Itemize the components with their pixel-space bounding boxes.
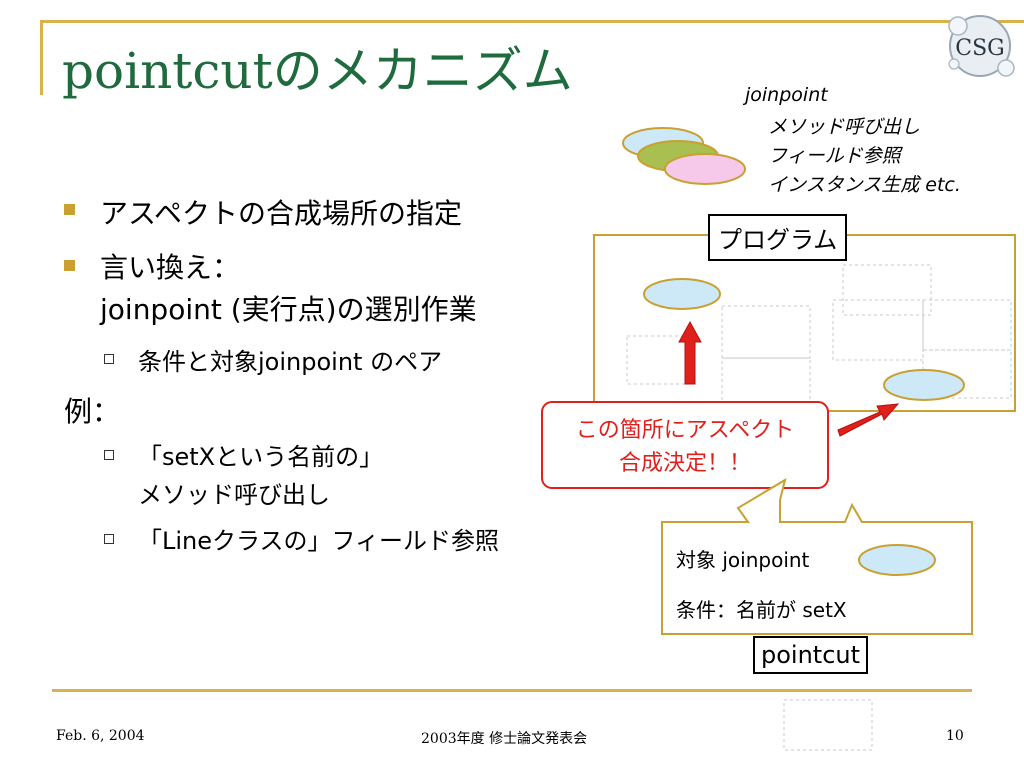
pointcut-target: 対象 joinpoint xyxy=(676,548,810,572)
joinpoint-ellipse-pink xyxy=(664,153,746,185)
bullet-1: アスペクトの合成場所の指定 xyxy=(100,197,463,230)
example-1-line2: メソッド呼び出し xyxy=(138,481,330,509)
arrow-up xyxy=(678,320,702,385)
pointcut-condition: 条件：名前が setX xyxy=(676,598,847,622)
pointcut-label: pointcut xyxy=(753,636,869,674)
callout-box xyxy=(541,401,829,489)
bullet-2-line2: joinpoint (実行点)の選別作業 xyxy=(100,293,477,326)
program-joinpoint-2 xyxy=(883,369,965,401)
example-label: 例： xyxy=(64,395,121,428)
logo-text: CSG xyxy=(955,36,1004,61)
pointcut-frame xyxy=(661,477,973,635)
bullet-2-line1: 言い換え： xyxy=(100,251,241,284)
joinpoint-item-2: フィールド参照 xyxy=(768,145,901,167)
sub-bullet-marker xyxy=(104,354,114,364)
sub-bullet-marker xyxy=(104,450,114,460)
bullet-marker xyxy=(64,204,75,215)
callout-line1: この箇所にアスペクト xyxy=(576,418,794,443)
example-2: 「Lineクラスの」フィールド参照 xyxy=(138,527,500,555)
joinpoint-item-1: メソッド呼び出し xyxy=(768,116,921,138)
program-joinpoint-1 xyxy=(643,278,721,310)
program-label: プログラム xyxy=(708,214,848,261)
footer-page: 10 xyxy=(946,728,964,744)
callout-line2: 合成決定！！ xyxy=(619,451,751,476)
sub-bullet-marker xyxy=(104,534,114,544)
bullet-2-sub: 条件と対象joinpoint のペア xyxy=(138,348,443,376)
footer-event: 2003年度 修士論文発表会 xyxy=(421,731,588,747)
footer-rule xyxy=(52,689,972,692)
title-frame xyxy=(40,20,1024,95)
pointcut-joinpoint-ellipse xyxy=(858,544,936,576)
slide-title: pointcutのメカニズム xyxy=(62,42,573,100)
red-arrows xyxy=(678,320,900,437)
arrow-diagonal xyxy=(837,403,900,437)
joinpoint-title: joinpoint xyxy=(745,84,828,106)
joinpoint-item-3: インスタンス生成 etc. xyxy=(768,174,961,196)
bullet-marker xyxy=(64,260,75,271)
csg-logo: CSG xyxy=(948,15,1015,77)
example-1-line1: 「setXという名前の」 xyxy=(138,443,384,471)
footer-date: Feb. 6, 2004 xyxy=(56,728,145,744)
